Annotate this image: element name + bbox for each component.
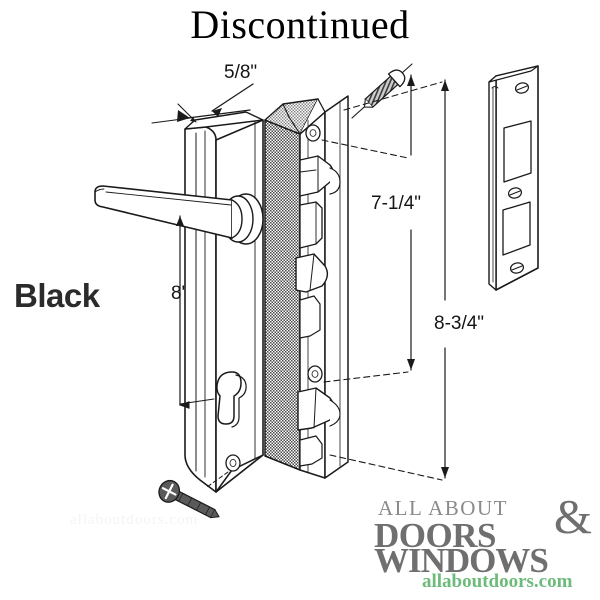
logo-line-doors: DOORS [374, 516, 496, 555]
color-option-label: Black [14, 277, 100, 314]
dimension-label-plate-thickness: 5/8" [224, 62, 258, 83]
dimension-screw-spacing [321, 74, 415, 383]
dimension-plate-thickness [177, 83, 254, 123]
lever-handle-part [94, 185, 264, 245]
logo-line-all-about: ALL ABOUT [378, 496, 508, 520]
background-watermark: allaboutdoors.com [70, 512, 199, 528]
company-logo: ALL ABOUT & DOORS WINDOWS allaboutdoors.… [372, 492, 594, 594]
dimension-handle-to-key [151, 110, 215, 409]
logo-ampersand: & [553, 489, 592, 544]
screw-bottom-part [158, 471, 229, 519]
key-cylinder-part [216, 371, 247, 428]
logo-line-windows: WINDOWS [374, 541, 549, 580]
logo-website-url: allaboutdoors.com [422, 571, 573, 592]
page-title: Discontinued [190, 2, 410, 47]
screw-top-part [351, 63, 413, 119]
dimension-label-screw-spacing: 7-1/4" [371, 193, 422, 214]
dimension-label-overall-height: 8-3/4" [434, 313, 485, 334]
mortise-lock-part [264, 95, 349, 479]
dimension-overall-height [329, 79, 449, 481]
strike-plate-part [488, 65, 539, 291]
escutcheon-plate-part [184, 111, 264, 493]
